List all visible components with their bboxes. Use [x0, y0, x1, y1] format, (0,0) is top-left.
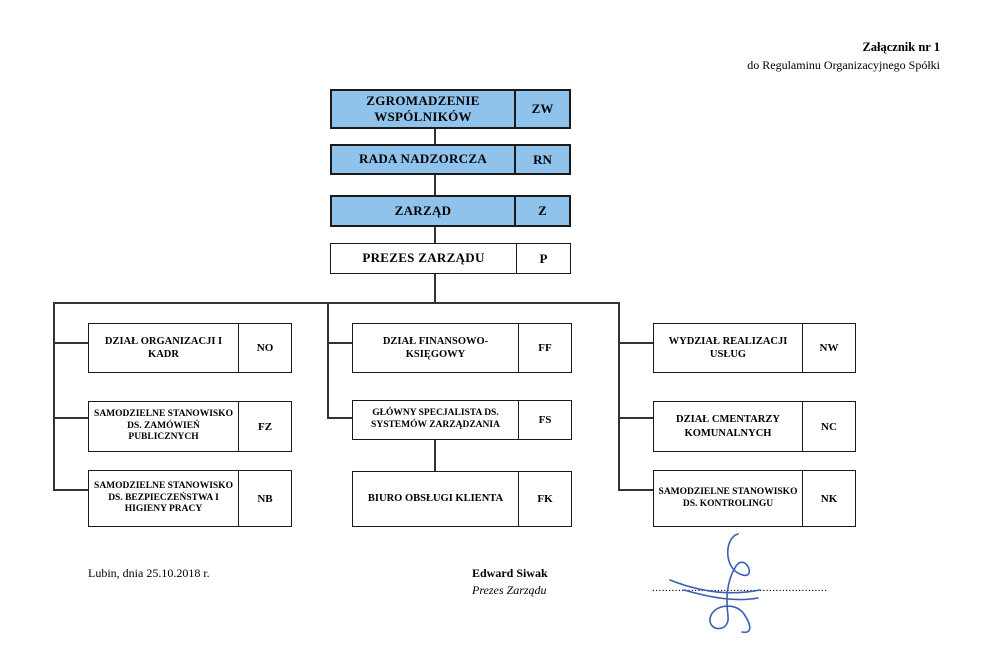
- box-code: NW: [802, 324, 855, 372]
- box-code: FS: [518, 401, 571, 439]
- connector-left-nb: [53, 489, 88, 491]
- box-code: FK: [518, 472, 571, 526]
- box-code: NB: [238, 471, 291, 526]
- signer-name: Edward Siwak: [472, 566, 548, 580]
- box-label: DZIAŁ FINANSOWO-KSIĘGOWY: [382, 335, 489, 360]
- box-label: ZGROMADZENIE WSPÓLNIKÓW: [366, 92, 480, 124]
- box-glowny-specjalista-systemow: GŁÓWNY SPECJALISTA DS. SYSTEMÓW ZARZĄDZA…: [352, 400, 572, 440]
- box-stanowisko-bhp: SAMODZIELNE STANOWISKO DS. BEZPIECZEŃSTW…: [88, 470, 292, 527]
- box-code: FF: [518, 324, 571, 372]
- connector-left-fz: [53, 417, 88, 419]
- box-label: SAMODZIELNE STANOWISKO DS. BEZPIECZEŃSTW…: [94, 480, 233, 515]
- box-stanowisko-zamowien-publicznych: SAMODZIELNE STANOWISKO DS. ZAMÓWIEŃ PUBL…: [88, 401, 292, 452]
- connector-right-vertical: [618, 302, 620, 490]
- box-zgromadzenie-wspolnikow: ZGROMADZENIE WSPÓLNIKÓW ZW: [330, 89, 571, 129]
- connector-top-trunk: [434, 128, 436, 248]
- connector-left-no: [53, 342, 88, 344]
- place-date: Lubin, dnia 25.10.2018 r.: [88, 566, 210, 580]
- box-label: BIURO OBSŁUGI KLIENTA: [367, 493, 504, 505]
- connector-mid-ff: [327, 342, 352, 344]
- connector-left-vertical: [53, 302, 55, 490]
- box-label: PREZES ZARZĄDU: [362, 250, 485, 266]
- box-stanowisko-kontrolingu: SAMODZIELNE STANOWISKO DS. KONTROLINGU N…: [653, 470, 856, 527]
- box-zarzad: ZARZĄD Z: [330, 195, 571, 227]
- box-label: SAMODZIELNE STANOWISKO DS. KONTROLINGU: [658, 486, 798, 509]
- box-biuro-obslugi-klienta: BIURO OBSŁUGI KLIENTA FK: [352, 471, 572, 527]
- box-code: NK: [802, 471, 855, 526]
- attachment-title: Załącznik nr 1: [862, 40, 940, 54]
- signature-scribble: [669, 533, 761, 634]
- connector-to-horizontal: [434, 274, 436, 303]
- connector-right-nc: [618, 417, 653, 419]
- signer-role: Prezes Zarządu: [472, 583, 547, 597]
- box-label: ZARZĄD: [394, 202, 452, 218]
- box-code: NO: [238, 324, 291, 372]
- connector-horizontal: [53, 302, 619, 304]
- box-rada-nadzorcza: RADA NADZORCZA RN: [330, 144, 571, 175]
- box-code: RN: [514, 146, 569, 173]
- connector-right-nw: [618, 342, 653, 344]
- box-dzial-cmentarzy-komunalnych: DZIAŁ CMENTARZY KOMUNALNYCH NC: [653, 401, 856, 452]
- connector-mid-fs-fk: [434, 440, 436, 471]
- box-label: GŁÓWNY SPECJALISTA DS. SYSTEMÓW ZARZĄDZA…: [371, 408, 500, 430]
- box-wydzial-realizacji-uslug: WYDZIAŁ REALIZACJI USŁUG NW: [653, 323, 856, 373]
- attachment-subtitle: do Regulaminu Organizacyjnego Spółki: [747, 58, 940, 72]
- box-prezes-zarzadu: PREZES ZARZĄDU P: [330, 243, 571, 274]
- box-dzial-finansowo-ksiegowy: DZIAŁ FINANSOWO-KSIĘGOWY FF: [352, 323, 572, 373]
- box-code: FZ: [238, 402, 291, 451]
- connector-mid-fs: [327, 417, 352, 419]
- box-label: RADA NADZORCZA: [358, 151, 488, 167]
- box-dzial-organizacji-i-kadr: DZIAŁ ORGANIZACJI I KADR NO: [88, 323, 292, 373]
- box-label: DZIAŁ ORGANIZACJI I KADR: [104, 335, 223, 360]
- connector-mid-vertical: [327, 302, 329, 417]
- box-label: SAMODZIELNE STANOWISKO DS. ZAMÓWIEŃ PUBL…: [94, 408, 233, 443]
- box-code: ZW: [514, 91, 569, 127]
- box-code: NC: [802, 402, 855, 451]
- signature-line: ........................................…: [652, 582, 828, 594]
- box-code: Z: [514, 197, 569, 225]
- box-label: WYDZIAŁ REALIZACJI USŁUG: [668, 335, 788, 360]
- box-code: P: [516, 244, 570, 273]
- box-label: DZIAŁ CMENTARZY KOMUNALNYCH: [676, 414, 780, 439]
- connector-right-nk: [618, 489, 653, 491]
